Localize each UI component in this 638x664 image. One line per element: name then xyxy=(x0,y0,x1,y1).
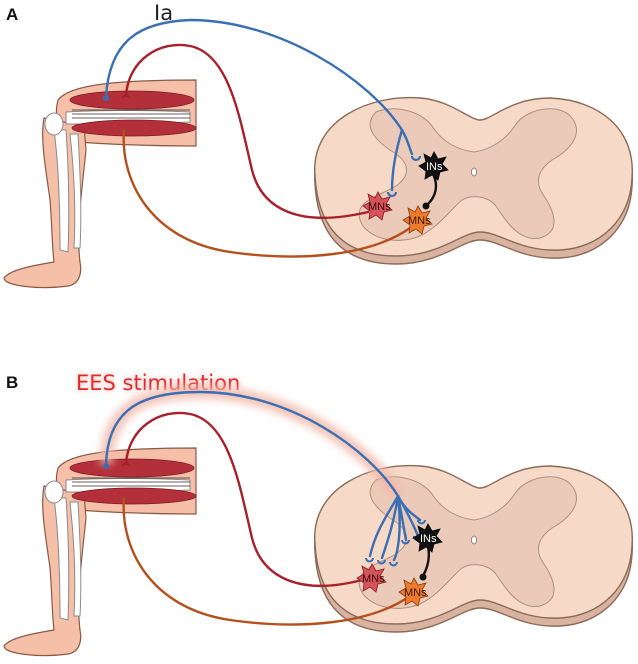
ia-sensory-ending-b xyxy=(103,463,109,469)
central-canal xyxy=(470,167,477,177)
interneurons-label: INs xyxy=(426,161,443,173)
panel-a-label: A xyxy=(6,5,18,24)
leg-illustration xyxy=(3,79,197,289)
extensor-motoneurons-label-b: MNs xyxy=(362,573,385,585)
interneurons-cell-b: INs xyxy=(412,523,443,553)
spinal-cord-b xyxy=(314,464,633,633)
extensor-muscle xyxy=(69,90,195,110)
spinal-cord xyxy=(314,96,633,265)
ia-afferent-fiber xyxy=(104,18,414,156)
extensor-motoneurons-cell: MNs xyxy=(362,191,393,221)
interneuron-synapse xyxy=(422,202,430,210)
ia-fiber-label: Ia xyxy=(154,1,173,25)
flexor-motoneurons-label-b: MNs xyxy=(404,587,427,599)
ia-sensory-ending xyxy=(103,95,109,101)
interneuron-axon xyxy=(426,174,438,206)
ia-afferent-fiber-b xyxy=(104,390,400,498)
motor-endplate-b xyxy=(121,460,131,467)
flexor-motor-fiber-b xyxy=(122,496,412,626)
extensor-motoneurons-cell-b: MNs xyxy=(356,563,387,593)
extensor-motoneurons-label: MNs xyxy=(368,201,391,213)
extensor-motor-fiber xyxy=(124,43,370,219)
interneurons-cell: INs xyxy=(418,151,449,181)
ia-afferent-branch xyxy=(390,128,404,192)
panel-a: A Ia xyxy=(3,1,633,289)
ia-branches-b xyxy=(368,494,422,562)
extensor-motor-fiber-b xyxy=(124,411,364,587)
flexor-muscle xyxy=(71,119,197,137)
panel-b: B EES stimulation EES stimulation xyxy=(3,371,633,657)
leg-illustration-b xyxy=(3,447,197,657)
ia-terminals xyxy=(386,155,422,198)
panel-b-label: B xyxy=(6,373,18,392)
flexor-motor-fiber xyxy=(122,128,412,258)
tibia-bone xyxy=(53,129,70,253)
flexor-motoneurons-cell: MNs xyxy=(402,205,433,235)
motor-endplate xyxy=(121,92,131,99)
tendon-lines xyxy=(72,109,190,119)
fibula-bone xyxy=(69,133,82,249)
interneurons-label-b: INs xyxy=(420,533,437,545)
flexor-motoneurons-cell-b: MNs xyxy=(398,577,429,607)
knee-cap xyxy=(44,112,64,136)
flexor-motoneurons-label: MNs xyxy=(408,215,431,227)
interneuron-synapse-b xyxy=(419,573,427,581)
gray-matter xyxy=(358,108,577,241)
